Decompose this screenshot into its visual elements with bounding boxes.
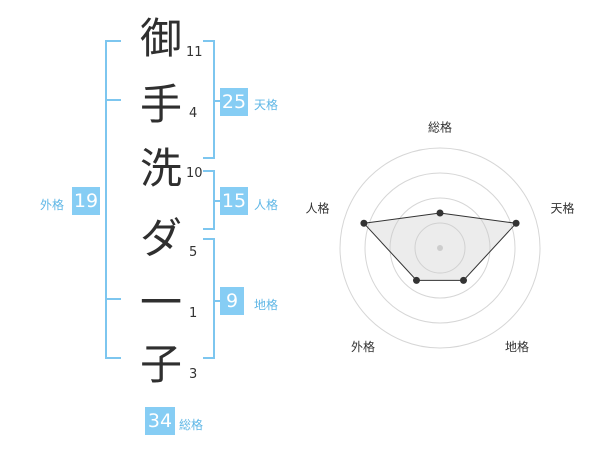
chikaku-value: 9 <box>220 287 244 315</box>
stroke-count-4: 5 <box>189 245 198 260</box>
radar-ring-4 <box>339 147 541 349</box>
name-char-3: 洗 <box>140 144 183 193</box>
name-char-1: 御 <box>140 14 183 63</box>
stroke-count-3: 10 <box>186 166 203 181</box>
radar-axis-label-0: 総格 <box>428 120 452 135</box>
gaikaku-bracket-tick-top <box>105 40 121 42</box>
radar-axis-label-4: 人格 <box>305 201 329 216</box>
chikaku-label: 地格 <box>254 298 279 312</box>
radar-point-4 <box>360 219 368 227</box>
tenkaku-bracket-connector <box>213 100 221 102</box>
radar-axis-label-3: 外格 <box>351 339 375 354</box>
radar-ring-1 <box>414 222 466 274</box>
tenkaku-bracket-tick-bottom <box>203 157 215 159</box>
gaikaku-bracket-vertical <box>105 40 107 359</box>
soukaku-value: 34 <box>145 407 175 435</box>
soukaku-label: 総格 <box>179 418 204 432</box>
tenkaku-label: 天格 <box>254 98 279 112</box>
jinkaku-bracket-connector <box>213 200 221 202</box>
jinkaku-bracket-tick-top <box>203 170 215 172</box>
stroke-count-6: 3 <box>189 367 198 382</box>
radar-axis-label-1: 天格 <box>551 201 575 216</box>
radar-polygon <box>362 212 518 281</box>
radar-point-3 <box>412 276 420 284</box>
gaikaku-bracket-tick-mid <box>105 99 121 101</box>
gaikaku-value: 19 <box>72 187 100 215</box>
gaikaku-bracket-tick-mid2 <box>105 298 121 300</box>
name-char-5: 一 <box>140 278 183 327</box>
gaikaku-label: 外格 <box>40 198 65 212</box>
chikaku-bracket-vertical <box>213 238 215 359</box>
jinkaku-bracket-tick-bottom <box>203 228 215 230</box>
gaikaku-bracket-tick-bottom <box>105 357 121 359</box>
name-char-4: ダ <box>140 214 183 263</box>
chikaku-bracket-tick-top <box>203 238 215 240</box>
radar-center-dot <box>437 245 443 251</box>
radar-point-1 <box>512 219 520 227</box>
radar-ring-2 <box>389 197 491 299</box>
stroke-count-2: 4 <box>189 106 198 121</box>
stroke-count-1: 11 <box>186 45 203 60</box>
name-char-6: 子 <box>140 340 183 389</box>
stroke-count-5: 1 <box>189 306 198 321</box>
chikaku-bracket-tick-bottom <box>203 357 215 359</box>
radar-axis-label-2: 地格 <box>505 339 529 354</box>
tenkaku-bracket-vertical <box>213 40 215 159</box>
name-char-2: 手 <box>140 80 183 129</box>
radar-ring-3 <box>364 172 516 324</box>
radar-point-2 <box>460 276 468 284</box>
chikaku-bracket-connector <box>213 300 221 302</box>
tenkaku-value: 25 <box>220 88 248 116</box>
jinkaku-label: 人格 <box>254 198 279 212</box>
tenkaku-bracket-tick-top <box>203 40 215 42</box>
radar-point-0 <box>436 209 444 217</box>
jinkaku-value: 15 <box>220 187 248 215</box>
